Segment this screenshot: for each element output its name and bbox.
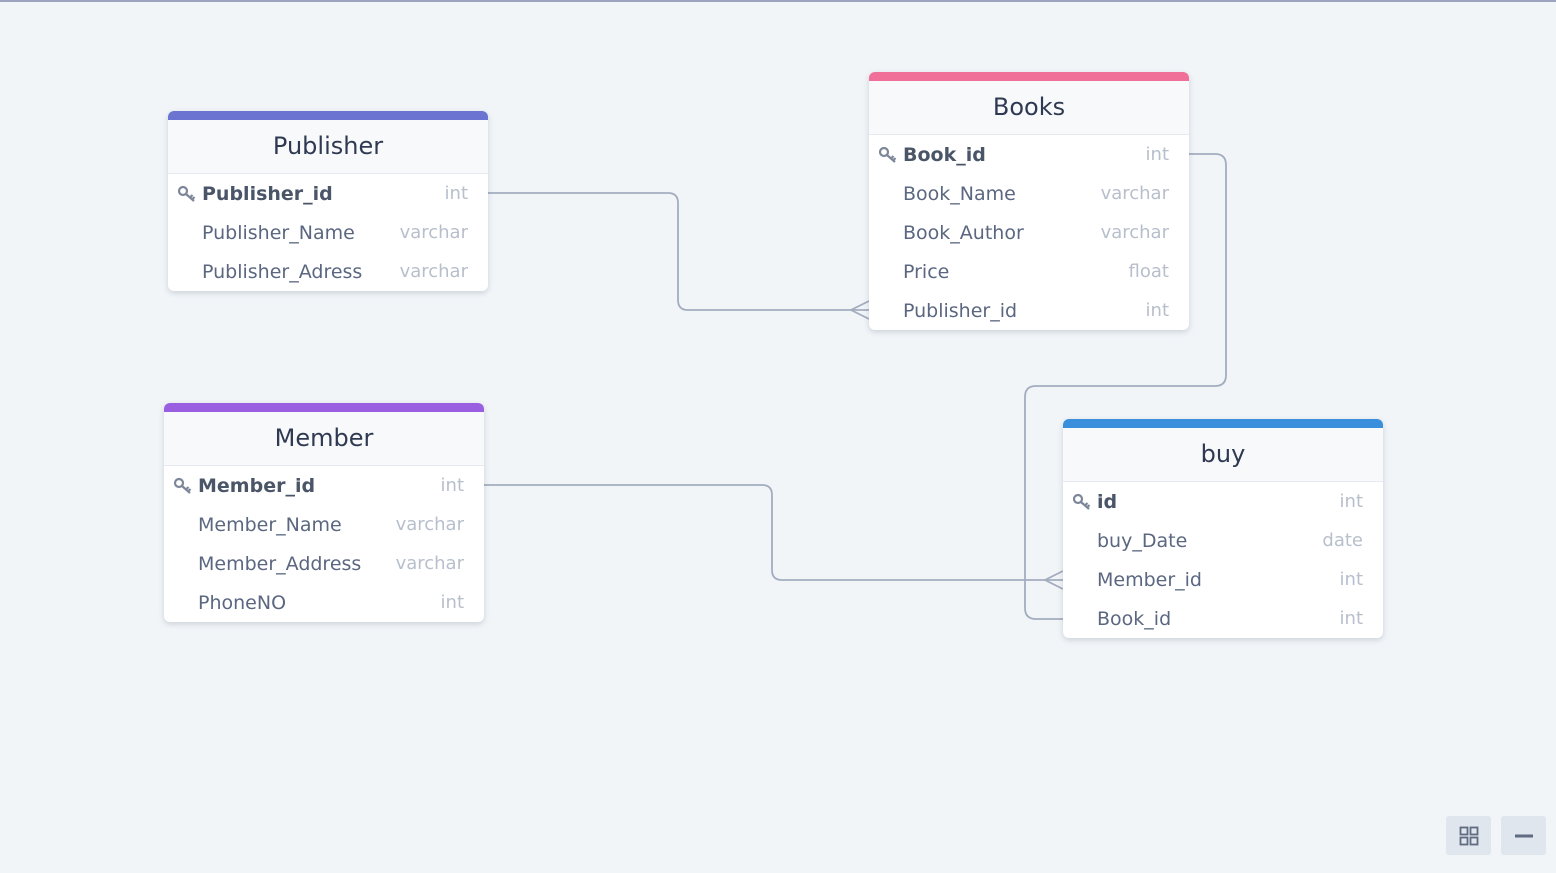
table-color-bar [1063,419,1383,428]
field-name: PhoneNO [198,591,287,614]
relation-member-buy[interactable] [484,484,1063,581]
relation-books-buy[interactable] [1024,153,1227,620]
field-name: Book_id [1097,607,1172,630]
field-row[interactable]: PhoneNO int [164,583,484,622]
table-color-bar [164,403,484,412]
table-books[interactable]: Books Book_id int Book_Name varchar Book… [869,72,1189,330]
top-border [0,0,1556,2]
field-name: Publisher_Adress [202,260,363,283]
table-title[interactable]: Publisher [168,120,488,174]
field-type: varchar [399,222,468,243]
field-type: date [1322,530,1363,551]
table-buy[interactable]: buy id int buy_Date date Member_id int B… [1063,419,1383,638]
field-type: int [440,592,464,613]
zoom-out-button[interactable] [1501,816,1546,855]
field-type: varchar [395,553,464,574]
field-type: float [1128,261,1169,282]
field-type: int [440,475,464,496]
crowfoot-books-publisher [848,300,870,320]
field-name: Member_Address [198,552,362,575]
field-type: int [1145,144,1169,165]
field-name: Member_Name [198,513,342,536]
table-title[interactable]: buy [1063,428,1383,482]
field-name: Publisher_Name [202,221,355,244]
field-row[interactable]: Price float [869,252,1189,291]
field-row[interactable]: Publisher_id int [869,291,1189,330]
field-row[interactable]: buy_Date date [1063,521,1383,560]
field-row[interactable]: Book_id int [869,135,1189,174]
field-row[interactable]: Book_Author varchar [869,213,1189,252]
table-color-bar [168,111,488,120]
field-name: Book_Name [903,182,1016,205]
field-row[interactable]: id int [1063,482,1383,521]
field-row[interactable]: Publisher_id int [168,174,488,213]
field-type: varchar [1100,222,1169,243]
key-icon [177,185,196,202]
field-type: int [444,183,468,204]
field-type: varchar [399,261,468,282]
grid-view-button[interactable] [1446,816,1491,855]
field-name: id [1097,490,1118,513]
field-row[interactable]: Member_Address varchar [164,544,484,583]
field-name: Price [903,260,950,283]
table-title[interactable]: Member [164,412,484,466]
table-title[interactable]: Books [869,81,1189,135]
field-name: buy_Date [1097,529,1188,552]
crowfoot-buy-member [1042,570,1064,590]
field-row[interactable]: Book_Name varchar [869,174,1189,213]
field-name: Publisher_id [903,299,1018,322]
field-name: Book_Author [903,221,1024,244]
field-type: int [1339,608,1363,629]
field-row[interactable]: Member_id int [1063,560,1383,599]
field-name: Book_id [903,143,986,166]
field-type: varchar [1100,183,1169,204]
field-row[interactable]: Member_id int [164,466,484,505]
minus-icon [1514,834,1533,837]
table-publisher[interactable]: Publisher Publisher_id int Publisher_Nam… [168,111,488,291]
key-icon [173,477,192,494]
field-name: Publisher_id [202,182,333,205]
field-row[interactable]: Publisher_Name varchar [168,213,488,252]
relation-publisher-books[interactable] [488,192,869,311]
table-member[interactable]: Member Member_id int Member_Name varchar… [164,403,484,622]
field-type: int [1145,300,1169,321]
field-row[interactable]: Book_id int [1063,599,1383,638]
key-icon [878,146,897,163]
field-type: int [1339,491,1363,512]
field-name: Member_id [198,474,316,497]
field-name: Member_id [1097,568,1202,591]
table-color-bar [869,72,1189,81]
key-icon [1072,493,1091,510]
field-row[interactable]: Member_Name varchar [164,505,484,544]
field-type: int [1339,569,1363,590]
field-type: varchar [395,514,464,535]
field-row[interactable]: Publisher_Adress varchar [168,252,488,291]
grid-icon [1459,826,1478,845]
